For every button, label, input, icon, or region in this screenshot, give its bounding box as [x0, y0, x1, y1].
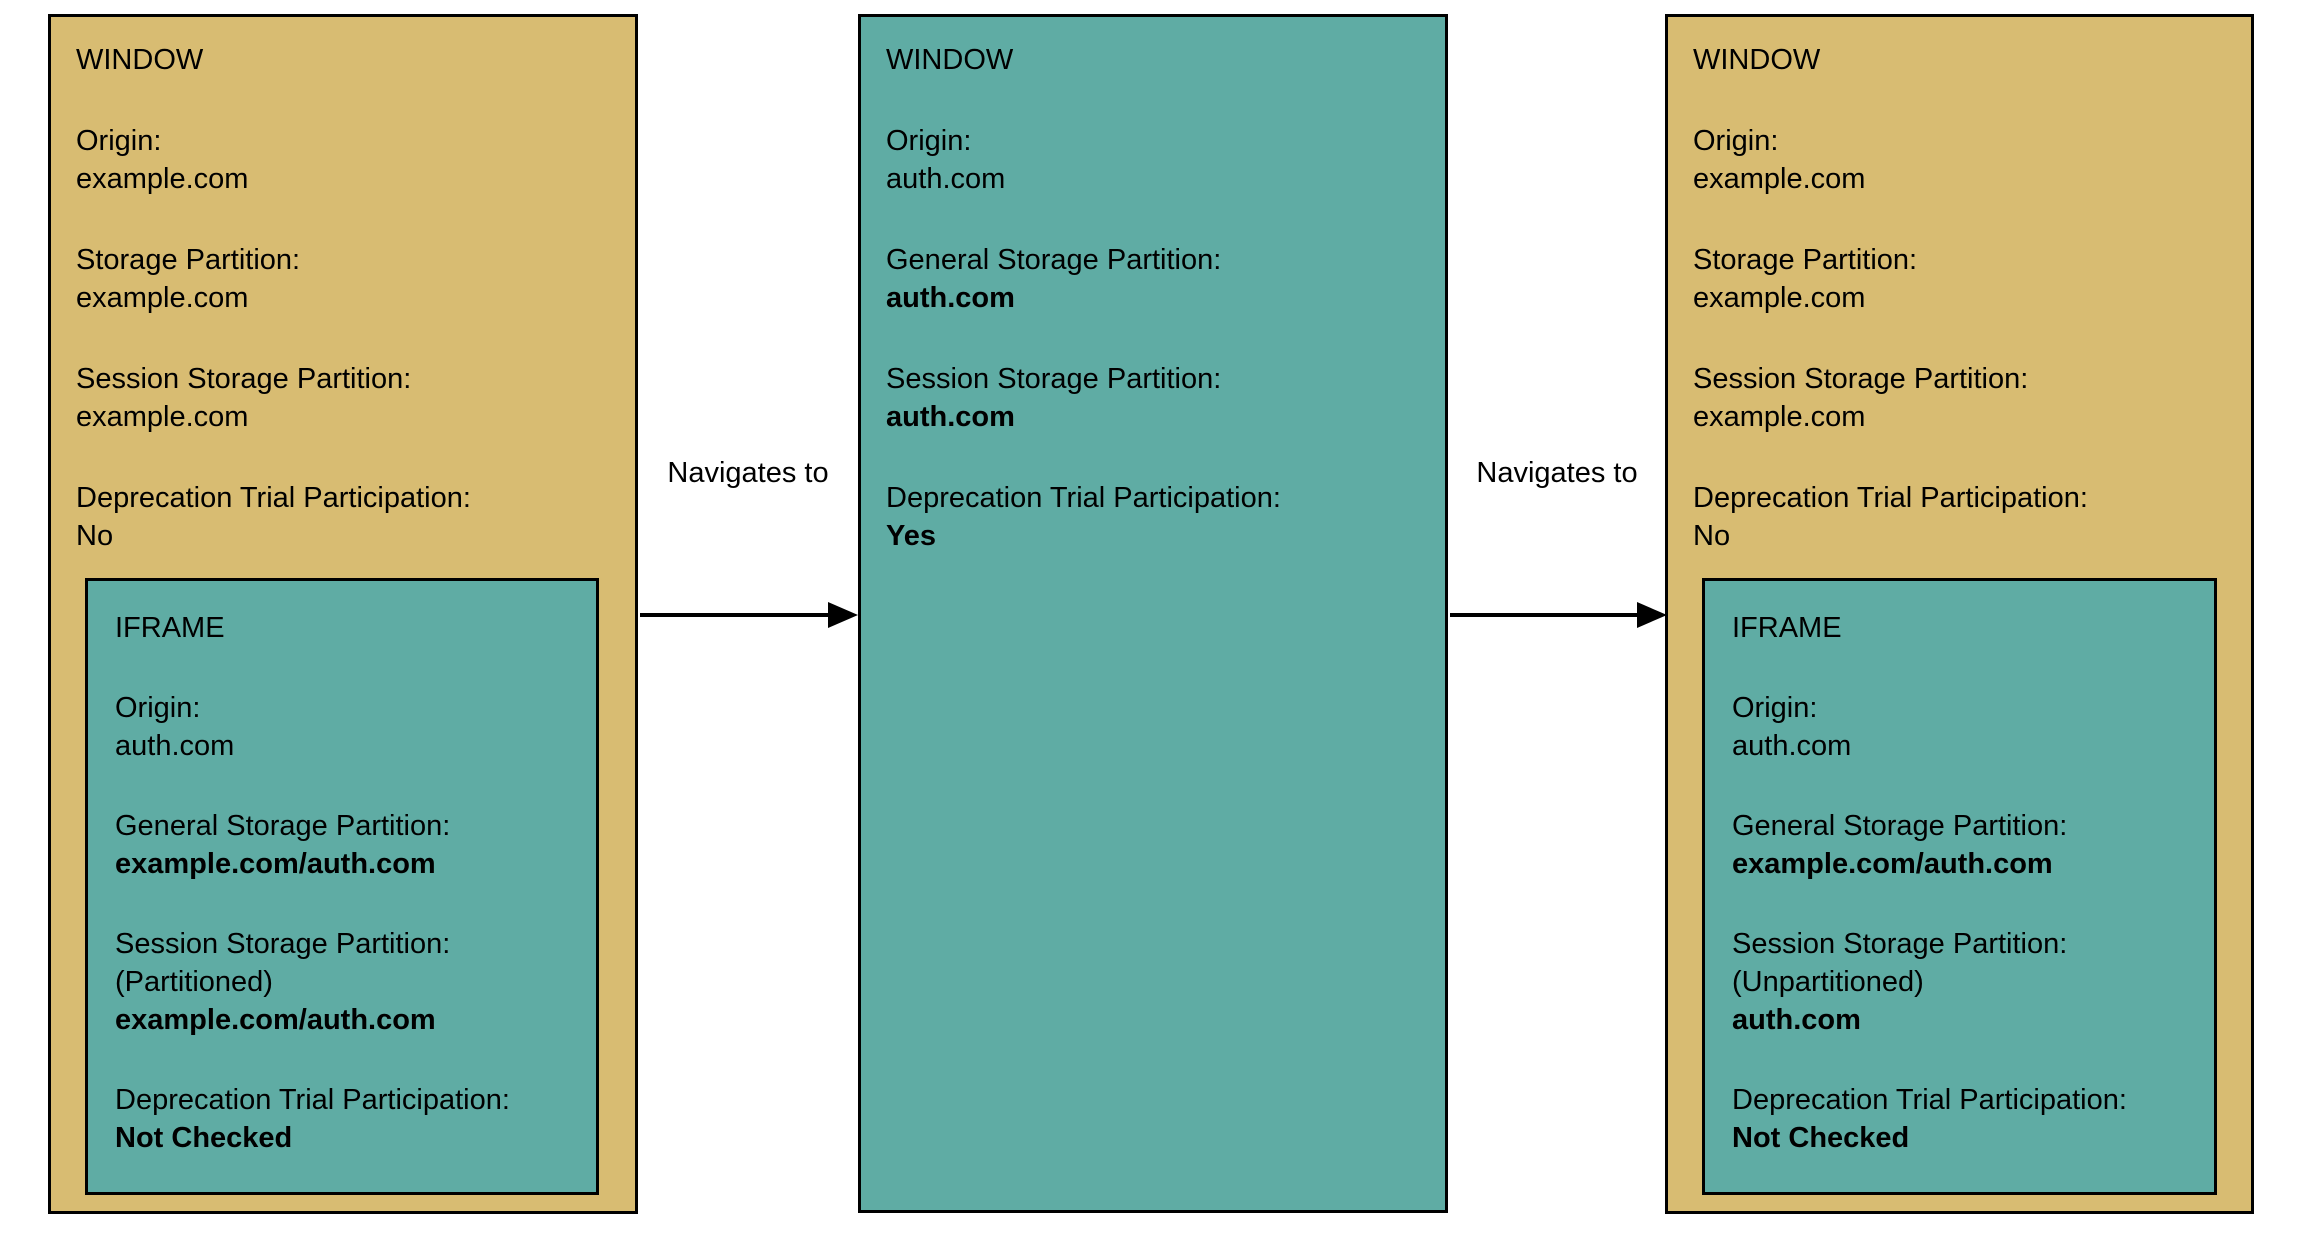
- field-session-storage-partition: Session Storage Partition: auth.com: [886, 360, 1419, 436]
- field-label: Deprecation Trial Participation:: [1732, 1084, 2127, 1116]
- field-value: auth.com: [1732, 1004, 1861, 1036]
- field-value: example.com/auth.com: [1732, 848, 2053, 880]
- field-value: example.com: [76, 282, 249, 314]
- field-value: auth.com: [886, 282, 1015, 314]
- field-origin: Origin: auth.com: [1732, 689, 2188, 765]
- box-title: IFRAME: [1732, 612, 1842, 644]
- field-value: auth.com: [886, 163, 1006, 195]
- navigates-label-1: Navigates to: [667, 457, 829, 489]
- field-value: example.com: [76, 163, 249, 195]
- field-origin: Origin: example.com: [1693, 122, 2225, 198]
- field-label: Origin:: [1693, 125, 1779, 157]
- field-label: Storage Partition:: [76, 244, 301, 276]
- field-label: Session Storage Partition:: [76, 363, 412, 395]
- field-label: Deprecation Trial Participation:: [115, 1084, 510, 1116]
- field-value: auth.com: [115, 730, 235, 762]
- field-label: General Storage Partition:: [1732, 810, 2068, 842]
- window-box-2-content: WINDOW Origin: auth.com General Storage …: [861, 17, 1445, 555]
- field-label: Deprecation Trial Participation:: [1693, 482, 2088, 514]
- field-value: Not Checked: [115, 1122, 293, 1154]
- field-general-storage-partition: General Storage Partition: example.com/a…: [1732, 807, 2188, 883]
- field-label: General Storage Partition:: [115, 810, 451, 842]
- window-box-1-content: WINDOW Origin: example.com Storage Parti…: [51, 17, 635, 555]
- field-session-storage-partition: Session Storage Partition: example.com: [76, 360, 609, 436]
- field-label: Storage Partition:: [1693, 244, 1918, 276]
- iframe-box-1: IFRAME Origin: auth.com General Storage …: [85, 578, 599, 1195]
- iframe-box-3-content: IFRAME Origin: auth.com General Storage …: [1705, 581, 2214, 1157]
- field-label: Deprecation Trial Participation:: [886, 482, 1281, 514]
- field-origin: Origin: auth.com: [115, 689, 570, 765]
- field-value: auth.com: [1732, 730, 1852, 762]
- field-value: example.com: [1693, 282, 1866, 314]
- field-session-storage-partition: Session Storage Partition: example.com: [1693, 360, 2225, 436]
- field-value: example.com/auth.com: [115, 1004, 436, 1036]
- field-label: General Storage Partition:: [886, 244, 1222, 276]
- box-title: WINDOW: [886, 44, 1014, 76]
- field-label: Session Storage Partition:: [1693, 363, 2029, 395]
- iframe-box-1-content: IFRAME Origin: auth.com General Storage …: [88, 581, 596, 1157]
- field-value-qualifier: (Partitioned): [115, 966, 273, 998]
- field-deprecation-trial: Deprecation Trial Participation: No: [76, 479, 609, 555]
- field-value-qualifier: (Unpartitioned): [1732, 966, 1924, 998]
- field-label: Origin:: [115, 692, 201, 724]
- box-title: WINDOW: [76, 44, 204, 76]
- arrowhead-icon: [828, 602, 858, 628]
- field-deprecation-trial: Deprecation Trial Participation: Not Che…: [1732, 1081, 2188, 1157]
- field-value: No: [76, 520, 114, 552]
- field-session-storage-partition: Session Storage Partition: (Partitioned)…: [115, 925, 570, 1039]
- field-deprecation-trial: Deprecation Trial Participation: Yes: [886, 479, 1419, 555]
- field-label: Session Storage Partition:: [115, 928, 451, 960]
- navigates-label-2: Navigates to: [1476, 457, 1638, 489]
- field-deprecation-trial: Deprecation Trial Participation: Not Che…: [115, 1081, 570, 1157]
- navigates-arrow-2: [1450, 602, 1667, 628]
- field-value: auth.com: [886, 401, 1015, 433]
- arrowhead-icon: [1637, 602, 1667, 628]
- box-title: IFRAME: [115, 612, 225, 644]
- field-label: Session Storage Partition:: [886, 363, 1222, 395]
- field-origin: Origin: example.com: [76, 122, 609, 198]
- field-value: example.com: [1693, 163, 1866, 195]
- field-value: example.com: [76, 401, 249, 433]
- field-storage-partition: Storage Partition: example.com: [1693, 241, 2225, 317]
- field-value: Not Checked: [1732, 1122, 1910, 1154]
- navigates-arrow-1: [640, 602, 858, 628]
- field-value: example.com/auth.com: [115, 848, 436, 880]
- field-label: Session Storage Partition:: [1732, 928, 2068, 960]
- window-box-3-content: WINDOW Origin: example.com Storage Parti…: [1668, 17, 2251, 555]
- field-value: Yes: [886, 520, 936, 552]
- field-value: No: [1693, 520, 1731, 552]
- field-label: Origin:: [76, 125, 162, 157]
- field-label: Deprecation Trial Participation:: [76, 482, 471, 514]
- field-general-storage-partition: General Storage Partition: example.com/a…: [115, 807, 570, 883]
- field-origin: Origin: auth.com: [886, 122, 1419, 198]
- field-label: Origin:: [1732, 692, 1818, 724]
- field-session-storage-partition: Session Storage Partition: (Unpartitione…: [1732, 925, 2188, 1039]
- field-general-storage-partition: General Storage Partition: auth.com: [886, 241, 1419, 317]
- field-label: Origin:: [886, 125, 972, 157]
- field-storage-partition: Storage Partition: example.com: [76, 241, 609, 317]
- box-title: WINDOW: [1693, 44, 1821, 76]
- window-box-3: WINDOW Origin: example.com Storage Parti…: [1665, 14, 2254, 1214]
- window-box-1: WINDOW Origin: example.com Storage Parti…: [48, 14, 638, 1214]
- window-box-2: WINDOW Origin: auth.com General Storage …: [858, 14, 1448, 1213]
- iframe-box-3: IFRAME Origin: auth.com General Storage …: [1702, 578, 2217, 1195]
- field-value: example.com: [1693, 401, 1866, 433]
- field-deprecation-trial: Deprecation Trial Participation: No: [1693, 479, 2225, 555]
